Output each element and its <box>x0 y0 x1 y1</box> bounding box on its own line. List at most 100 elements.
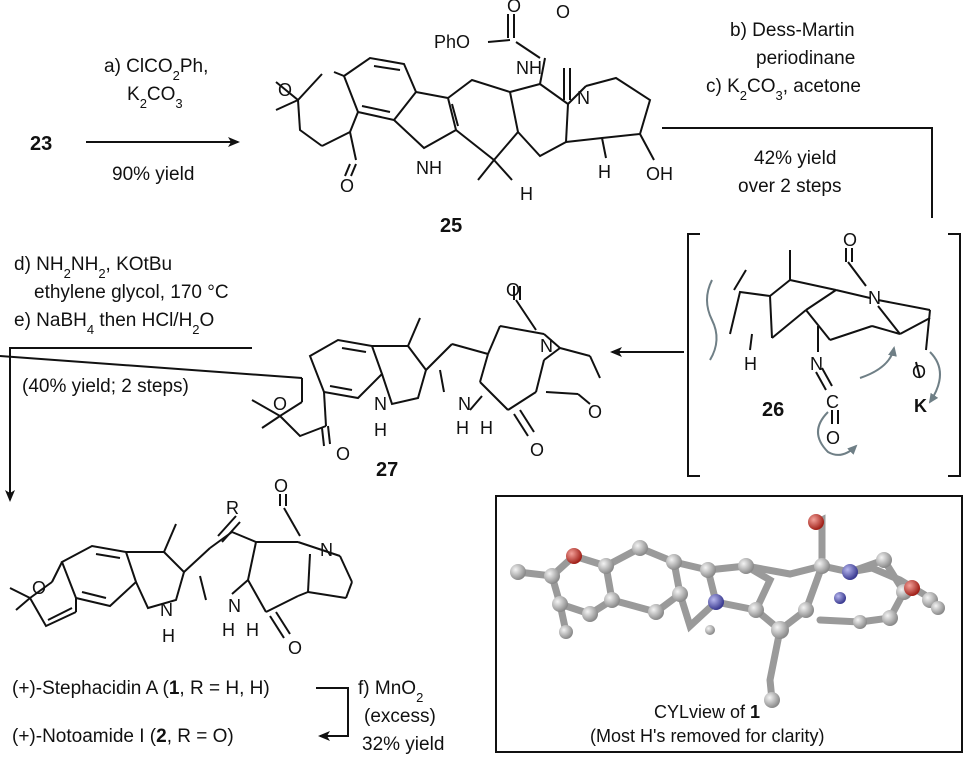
c25-indole-NH: NH <box>416 158 442 178</box>
stephacidin-amide-O: O <box>274 476 288 496</box>
step3-yield: (40% yield; 2 steps) <box>22 376 189 397</box>
atom-C <box>882 610 898 626</box>
step3-arrow <box>5 347 252 502</box>
atom-O <box>566 548 582 564</box>
atom-C <box>648 604 664 620</box>
compound-26-label: 26 <box>762 399 784 421</box>
atom-C <box>700 562 716 578</box>
atom-H <box>705 625 715 635</box>
step4-line1: f) MnO2 <box>358 678 423 705</box>
stephacidin-lactam-N: N <box>228 596 241 616</box>
atom-C <box>771 621 789 639</box>
atom-C <box>559 625 573 639</box>
c25-ketone-O: O <box>340 176 354 196</box>
c26-O-isocyanate: O <box>826 428 840 448</box>
step3-line3: e) NaBH4 then HCl/H2O <box>14 310 214 337</box>
step2-line3: c) K2CO3, acetone <box>706 76 861 103</box>
stephacidin-R: R <box>226 498 239 518</box>
c26-O-top: O <box>843 230 857 250</box>
step3-line1: d) NH2NH2, KOtBu <box>14 254 172 281</box>
atom-O <box>904 580 920 596</box>
compound-23-label: 23 <box>30 133 52 155</box>
cylview-bonds <box>514 514 942 704</box>
compound-26-structure <box>687 233 961 477</box>
atom-O <box>808 514 824 530</box>
stephacidin-ring-O: O <box>32 578 46 598</box>
c27-lactam-N: N <box>458 394 471 414</box>
atom-C <box>876 552 892 568</box>
c25-PhO: PhO <box>434 32 470 52</box>
stephacidin-indole-H: H <box>162 626 175 646</box>
stephacidin-H: H <box>246 620 259 640</box>
c25-H1: H <box>520 184 533 204</box>
c25-amide-O: O <box>556 2 570 22</box>
atom-N <box>834 592 846 604</box>
c26-C: C <box>826 392 839 412</box>
atom-C <box>931 601 945 615</box>
cylview-caption-line1: CYLview of 1 <box>654 702 760 722</box>
compound-27-structure <box>0 286 601 447</box>
atom-C <box>748 602 764 618</box>
cylview-panel <box>495 495 963 753</box>
c27-amide-O: O <box>506 280 520 300</box>
step4-line2: (excess) <box>364 706 436 727</box>
atom-C <box>672 586 688 602</box>
stephacidin-lactam-O: O <box>288 638 302 658</box>
c27-ketone2-O: O <box>588 402 602 422</box>
atom-C <box>598 558 614 574</box>
c27-N: N <box>540 336 553 356</box>
stephacidin-N: N <box>320 540 333 560</box>
c26-curved-arrow-3 <box>817 411 858 456</box>
step3-line2: ethylene glycol, 170 °C <box>34 282 229 303</box>
c26-curved-arrow-1 <box>859 346 897 379</box>
c26-N: N <box>868 288 881 308</box>
step1-reagent-line2: K2CO3 <box>127 84 183 111</box>
step2-yield2: over 2 steps <box>738 176 842 197</box>
c25-OH: OH <box>646 164 673 184</box>
atom-C <box>604 592 620 608</box>
atom-C <box>853 615 867 629</box>
atom-C <box>814 558 830 574</box>
step2-line2: periodinane <box>756 48 855 69</box>
c26-O-enolate: O <box>912 362 926 382</box>
compound-27-label: 27 <box>376 459 398 481</box>
atom-C <box>552 596 568 612</box>
atom-N <box>708 594 724 610</box>
c25-H2: H <box>598 162 611 182</box>
c26-H: H <box>744 354 757 374</box>
c27-lactam-O: O <box>530 440 544 460</box>
step1-yield: 90% yield <box>112 164 194 185</box>
atom-C <box>582 606 598 622</box>
atom-C <box>544 568 560 584</box>
atom-C <box>798 602 814 618</box>
c25-carbamate-NH: NH <box>516 58 542 78</box>
stephacidin-name: (+)-Stephacidin A (1, R = H, H) <box>12 678 270 699</box>
step2-line1: b) Dess-Martin <box>730 20 855 41</box>
atom-C <box>764 692 780 708</box>
step4-arrow <box>316 687 349 741</box>
c27-H: H <box>480 418 493 438</box>
atom-C <box>510 564 526 580</box>
c26-K: K <box>914 396 927 416</box>
atom-C <box>666 554 682 570</box>
cylview-model <box>510 514 945 708</box>
atom-N <box>842 564 858 580</box>
compound-25-structure <box>275 14 655 181</box>
compound-25-label: 25 <box>440 215 462 237</box>
atom-C <box>632 540 648 556</box>
c25-N: N <box>577 88 590 108</box>
stephacidin-indole-N: N <box>160 600 173 620</box>
c27-indole-N: N <box>374 394 387 414</box>
step2-yield1: 42% yield <box>754 148 836 169</box>
stephacidin-structure <box>9 494 353 639</box>
c27-indole-H: H <box>374 420 387 440</box>
c26-curved-arrow-2 <box>928 351 941 404</box>
atom-C <box>738 558 754 574</box>
c26-N-isocyanate: N <box>810 354 823 374</box>
c27-lactam-H: H <box>456 418 469 438</box>
step1-reagent-line1: a) ClCO2Ph, <box>104 56 208 83</box>
step2-arrow-line <box>662 127 933 218</box>
cylview-caption-line2: (Most H's removed for clarity) <box>590 726 824 746</box>
